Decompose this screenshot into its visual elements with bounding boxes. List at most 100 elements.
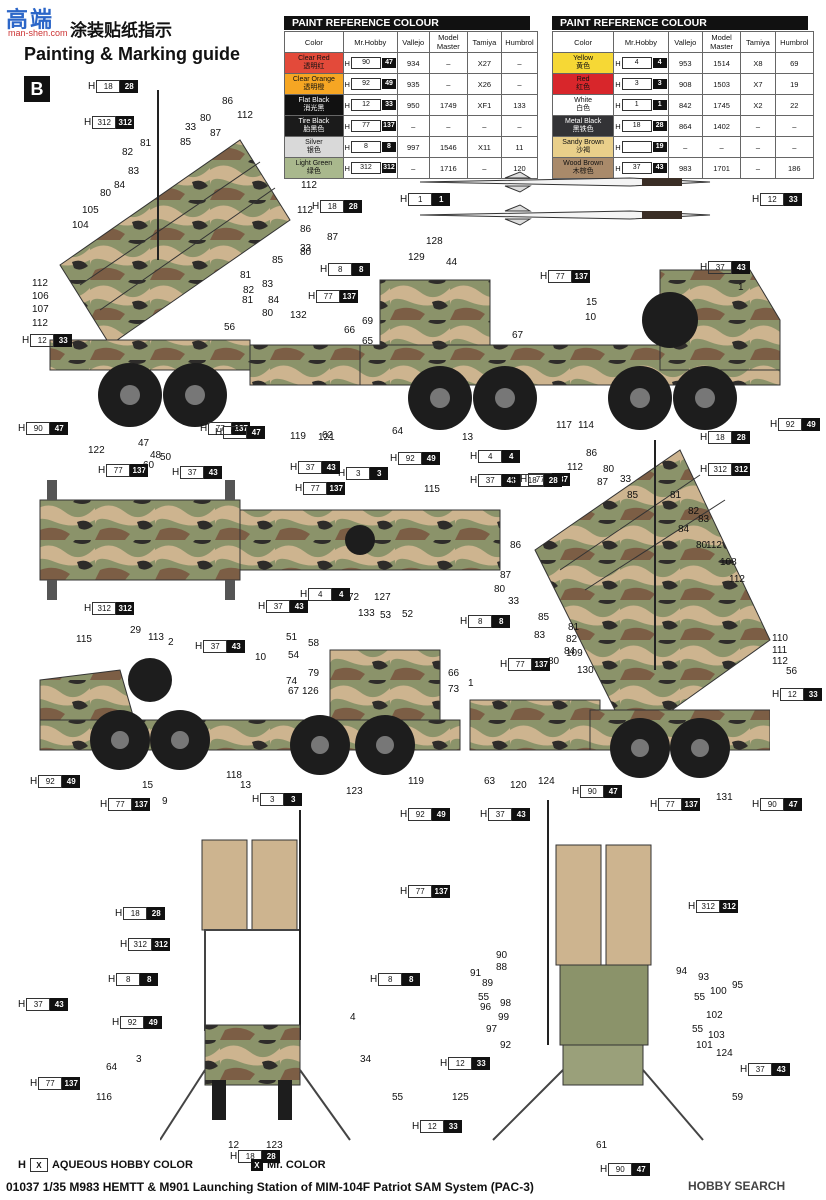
part-number: 101: [696, 1040, 713, 1051]
mr-color-code: 43: [227, 640, 246, 653]
part-number: 50: [160, 452, 172, 463]
part-number: 98: [500, 998, 512, 1009]
h-letter: H: [338, 468, 346, 479]
part-number: 66: [448, 668, 460, 679]
section-badge: B: [24, 76, 50, 102]
part-number: 65: [362, 336, 374, 347]
h-letter: H: [470, 451, 478, 462]
aqueous-code: 18: [621, 120, 652, 132]
mr-color-code: 47: [632, 1163, 651, 1176]
aqueous-code: [621, 141, 652, 153]
color-name-en: Tire Black: [298, 118, 330, 125]
aqueous-code: 18: [96, 80, 121, 93]
part-number: 63: [484, 776, 496, 787]
part-number: 4: [350, 1012, 356, 1023]
mr-color-code: 137: [62, 1077, 81, 1090]
part-number: 126: [302, 686, 319, 697]
aqueous-code: 37: [203, 640, 228, 653]
aqueous-code: 4: [308, 588, 333, 601]
h-letter: H: [120, 939, 128, 950]
mr-color-code: 47: [604, 785, 623, 798]
aqueous-code: 18: [238, 1150, 263, 1163]
mr-color-code: 4: [652, 58, 667, 68]
aqueous-code: 1: [408, 193, 433, 206]
part-number: 88: [496, 962, 508, 973]
h-letter: H: [370, 974, 378, 985]
aqueous-code: 77: [408, 885, 433, 898]
part-number: 110: [772, 633, 788, 644]
h-letter: H: [290, 462, 298, 473]
part-number: 10: [585, 312, 597, 323]
mr-color-code: 312: [720, 900, 739, 913]
part-number: 86: [300, 224, 312, 235]
aqueous-code: 77: [658, 798, 683, 811]
part-number: 82: [243, 285, 255, 296]
part-number: 123: [266, 1140, 283, 1151]
color-name-en: Yellow: [573, 55, 594, 62]
part-number: 84: [564, 646, 576, 657]
aqueous-code: 77: [508, 658, 533, 671]
part-number: 44: [446, 257, 458, 268]
aqueous-code: 12: [448, 1057, 473, 1070]
part-number: 55: [478, 992, 490, 1003]
col-header: Color: [551, 31, 615, 53]
part-number: 84: [114, 180, 126, 191]
mr-color-code: 49: [381, 79, 396, 89]
part-number: 73: [448, 684, 460, 695]
h-letter: H: [752, 194, 760, 205]
part-number: 79: [308, 668, 320, 679]
color-legend: H X AQUEOUS HOBBY COLOR X Mr. COLOR: [18, 1158, 326, 1172]
part-number: 86: [222, 96, 234, 107]
mr-color-code: 28: [147, 907, 166, 920]
model-master-code: –: [428, 73, 468, 95]
h-letter: H: [115, 908, 123, 919]
color-name-en: Metal Black: [565, 118, 602, 125]
launcher-side-detail: [534, 440, 771, 741]
color-name-en: Silver: [305, 139, 323, 146]
part-number: 47: [138, 438, 150, 449]
part-number: 85: [627, 490, 639, 501]
mr-color-code: 8: [492, 615, 511, 628]
mr-color-code: 43: [732, 261, 751, 274]
part-number: 112: [32, 318, 48, 329]
part-number: 123: [346, 786, 363, 797]
part-number: 53: [380, 610, 392, 621]
aqueous-code: 92: [408, 808, 433, 821]
h-letter: H: [252, 794, 260, 805]
part-number: 116: [96, 1092, 112, 1103]
mr-color-code: 137: [130, 464, 149, 477]
h-letter: H: [600, 1164, 608, 1175]
part-number: 55: [692, 1024, 704, 1035]
color-name-en: Clear Red: [298, 55, 330, 62]
part-number: 51: [286, 632, 298, 643]
part-number: 92: [500, 1040, 512, 1051]
part-number: 80: [100, 188, 112, 199]
aqueous-code: 12: [780, 688, 805, 701]
part-number: 127: [374, 592, 391, 603]
part-number: 81: [240, 270, 252, 281]
part-number: 120: [510, 780, 527, 791]
part-number: 86: [510, 540, 522, 551]
humbrol-code: –: [774, 136, 815, 158]
mr-color-code: 47: [784, 798, 803, 811]
aqueous-code: 37: [26, 998, 51, 1011]
part-number: 80: [548, 656, 560, 667]
mr-color-code: 8: [402, 973, 421, 986]
tamiya-code: X8: [740, 52, 776, 74]
humbrol-code: 186: [774, 157, 815, 179]
